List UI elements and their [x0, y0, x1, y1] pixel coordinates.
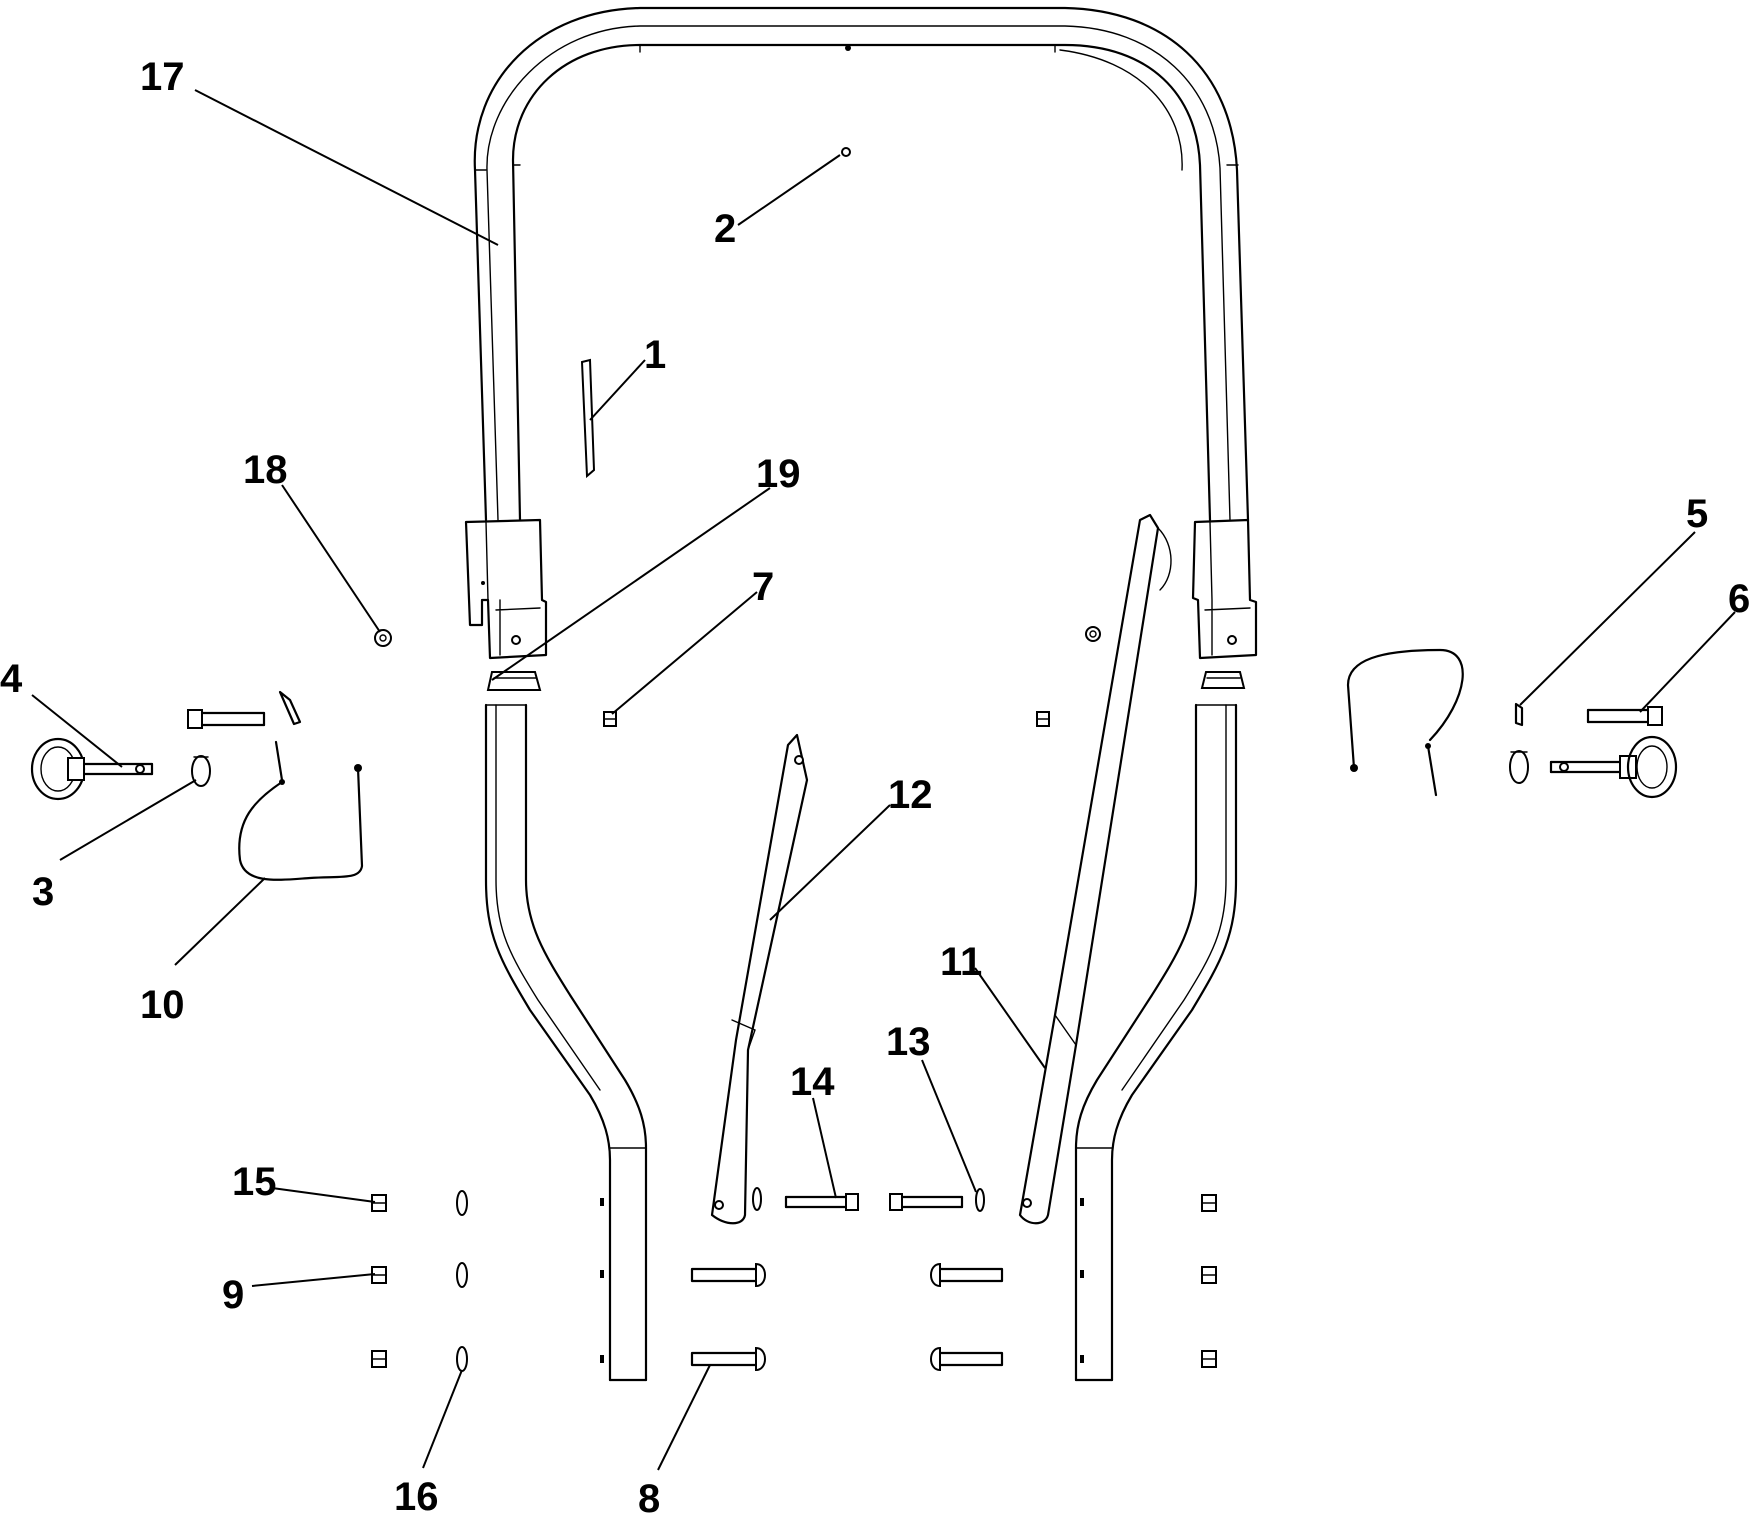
lock-pin-left [274, 690, 302, 782]
part-17-upper-hoop [464, 6, 1258, 660]
callout-14: 14 [790, 1060, 835, 1104]
part-11-brace [1018, 513, 1172, 1225]
callout-19: 19 [756, 452, 801, 496]
part-12-brace [710, 733, 809, 1225]
part-7-nut [603, 711, 1050, 727]
bolt-left-upper [187, 709, 266, 729]
part-3-spacer-right [1509, 750, 1529, 784]
part-10-clip-right [1346, 648, 1464, 797]
part-3-spacer-left [191, 755, 211, 787]
callout-17: 17 [140, 55, 185, 99]
part-10-clip-left [238, 764, 364, 881]
callout-2: 2 [714, 207, 736, 251]
part-6-bolt-right [1586, 706, 1663, 726]
callout-1: 1 [644, 333, 666, 377]
callout-12: 12 [888, 773, 933, 817]
part-9-nut [371, 1266, 387, 1284]
callout-8: 8 [638, 1477, 660, 1521]
part-8-carriage-bolts [690, 1262, 1004, 1372]
part-4-hitch-pin-right [1549, 735, 1678, 799]
leader-lines [31, 89, 1736, 1471]
part-19-spacer [486, 671, 1246, 691]
callout-15: 15 [232, 1160, 277, 1204]
callout-11: 11 [940, 940, 982, 984]
callout-13: 13 [886, 1020, 931, 1064]
callout-16: 16 [394, 1475, 439, 1519]
part-1-decal [580, 358, 596, 479]
callout-7: 7 [752, 565, 774, 609]
part-16-washers [456, 1190, 468, 1372]
bolt-center-right [889, 1193, 964, 1211]
part-14-bolt [784, 1193, 859, 1211]
washers-center-left [752, 1187, 762, 1211]
callout-18: 18 [243, 448, 288, 492]
callout-3: 3 [32, 870, 54, 914]
callout-5: 5 [1686, 492, 1708, 536]
lower-left-upright [484, 703, 648, 1382]
nuts-right-column [1201, 1194, 1217, 1368]
nut-left-bottom [371, 1350, 387, 1368]
part-15-nut [371, 1194, 387, 1212]
callout-6: 6 [1728, 577, 1750, 621]
callout-labels: 17 2 1 18 19 7 5 6 4 3 10 12 11 13 14 15… [0, 55, 1750, 1521]
callout-9: 9 [222, 1273, 244, 1317]
part-5-pin-right [1514, 702, 1524, 727]
callout-10: 10 [140, 983, 185, 1027]
lower-right-upright [1074, 703, 1238, 1382]
part-13-washer [975, 1188, 985, 1212]
part-2-plug [841, 147, 851, 157]
callout-4: 4 [0, 657, 23, 701]
part-18-nut [374, 626, 1101, 647]
part-4-hitch-pin-left [30, 737, 154, 801]
